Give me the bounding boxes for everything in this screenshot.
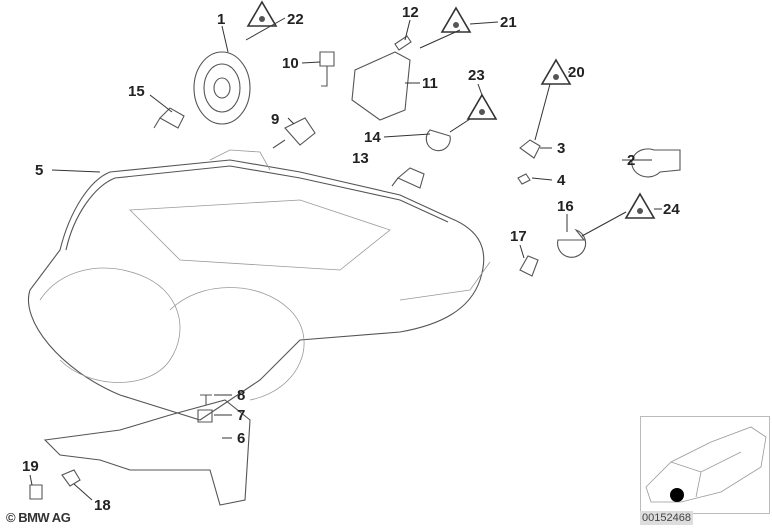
part-label-9: 9	[271, 111, 279, 128]
location-marker	[670, 488, 684, 502]
part-6-bracket	[43, 399, 251, 506]
part-label-19: 19	[22, 458, 39, 475]
part-label-18: 18	[94, 497, 111, 514]
part-label-10: 10	[282, 55, 299, 72]
part-label-5: 5	[35, 162, 43, 179]
part-1-headlight-ring	[193, 51, 251, 125]
part-label-4: 4	[557, 172, 566, 189]
part-8-screw	[200, 394, 212, 405]
part-label-6: 6	[237, 430, 245, 447]
warning-triangle-icon	[246, 0, 656, 219]
part-label-20: 20	[568, 64, 585, 81]
part-label-3: 3	[557, 140, 565, 157]
car-locator-thumbnail	[640, 416, 770, 514]
part-label-15: 15	[128, 83, 145, 100]
part-label-11: 11	[422, 75, 438, 92]
part-label-17: 17	[510, 228, 527, 245]
copyright-text: © BMW AG	[6, 510, 71, 525]
part-18-clip	[61, 469, 81, 487]
part-label-12: 12	[402, 4, 419, 21]
part-7-nut	[197, 409, 213, 423]
part-label-21: 21	[500, 14, 517, 31]
part-11-control-unit	[351, 51, 411, 121]
part-label-22: 22	[287, 11, 304, 28]
part-19-clip	[29, 484, 43, 500]
part-label-23: 23	[468, 67, 485, 84]
diagram-id: 00152468	[640, 511, 693, 525]
part-label-2: 2	[627, 152, 635, 169]
leader-lines	[29, 17, 662, 501]
part-label-24: 24	[663, 201, 680, 218]
part-label-14: 14	[364, 129, 381, 146]
part-label-8: 8	[237, 387, 245, 404]
bulbs	[153, 35, 681, 277]
headlight-housing	[28, 149, 491, 421]
part-label-1: 1	[217, 11, 225, 28]
part-label-13: 13	[352, 150, 369, 167]
part-label-7: 7	[237, 407, 245, 424]
part-label-16: 16	[557, 198, 574, 215]
